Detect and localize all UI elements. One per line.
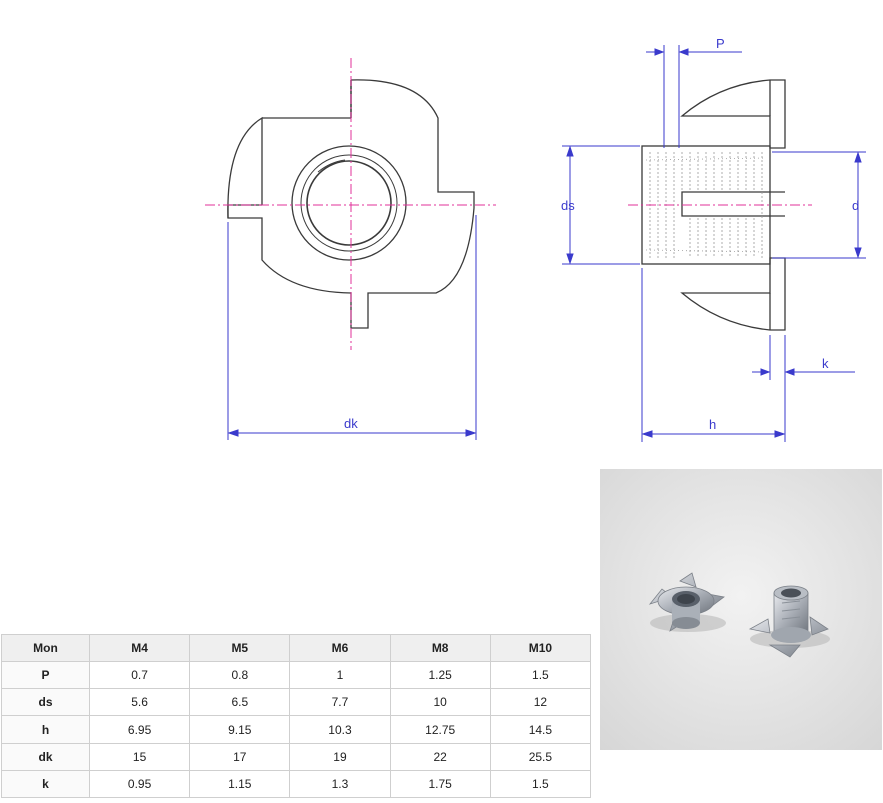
table-cell: 1.15 [189, 769, 291, 799]
table-cell: 22 [389, 742, 491, 771]
product-photo [600, 469, 882, 750]
table-cell: 1.25 [389, 661, 491, 690]
table-row-label: dk [1, 742, 90, 771]
table-cell: 6.95 [88, 715, 191, 744]
table-header-cell: M4 [88, 633, 191, 663]
d-dimension [772, 151, 866, 259]
ds-dimension [562, 145, 640, 265]
h-dimension [641, 268, 786, 442]
table-cell: 17 [189, 742, 291, 771]
dim-label-dk: dk [344, 416, 358, 431]
table-header-cell: M6 [289, 633, 391, 663]
tee-nut-photo-left [648, 572, 725, 632]
table-row: P 0.7 0.8 1 1.25 1.5 [1, 661, 592, 690]
table-header-cell: M5 [189, 633, 291, 663]
table-cell: 1 [289, 661, 391, 690]
dim-label-d: d [852, 198, 859, 213]
table-cell: 9.15 [189, 715, 291, 744]
p-dimension [646, 45, 742, 148]
table-cell: 7.7 [289, 688, 391, 717]
table-row-label: P [1, 661, 90, 690]
table-row: k 0.95 1.15 1.3 1.75 1.5 [1, 769, 592, 799]
table-cell: 5.6 [88, 688, 191, 717]
table-cell: 14.5 [489, 715, 592, 744]
technical-drawing: dk P ds [205, 36, 866, 442]
table-cell: 0.7 [88, 661, 191, 690]
front-centerlines [205, 58, 496, 350]
table-row-label: h [1, 715, 90, 744]
dim-label-h: h [709, 417, 716, 432]
table-cell: 1.75 [389, 769, 491, 799]
table-cell: 10 [389, 688, 491, 717]
table-cell: 0.8 [189, 661, 291, 690]
table-header-cell: M10 [489, 633, 592, 663]
outer-circle [291, 145, 407, 261]
table-row: dk 15 17 19 22 25.5 [1, 742, 592, 771]
table-cell: 1.3 [289, 769, 391, 799]
table-header-row: Mon M4 M5 M6 M8 M10 [1, 633, 592, 663]
table-cell: 0.95 [88, 769, 191, 799]
table-cell: 6.5 [189, 688, 291, 717]
table-row-label: ds [1, 688, 90, 717]
table-header-cell: Mon [1, 633, 90, 663]
table-row: ds 5.6 6.5 7.7 10 12 [1, 688, 592, 717]
inner-circle [306, 160, 392, 246]
table-cell: 12.75 [389, 715, 491, 744]
table-cell: 19 [289, 742, 391, 771]
table-cell: 1.5 [489, 769, 592, 799]
table-header-cell: M8 [389, 633, 491, 663]
table-cell: 15 [88, 742, 191, 771]
table-row-label: k [1, 769, 90, 799]
tee-nut-photo-right [748, 585, 829, 658]
thread-circle [300, 154, 398, 252]
k-dimension [752, 335, 855, 380]
spec-table: Mon M4 M5 M6 M8 M10 P 0.7 0.8 1 1.25 1.5… [1, 633, 592, 799]
dim-label-k: k [822, 356, 829, 371]
table-row: h 6.95 9.15 10.3 12.75 14.5 [1, 715, 592, 744]
dim-label-p: P [716, 36, 725, 51]
table-cell: 25.5 [489, 742, 592, 771]
dk-dimension [227, 215, 477, 440]
table-cell: 12 [489, 688, 592, 717]
dim-label-ds: ds [561, 198, 575, 213]
table-cell: 1.5 [489, 661, 592, 690]
table-cell: 10.3 [289, 715, 391, 744]
